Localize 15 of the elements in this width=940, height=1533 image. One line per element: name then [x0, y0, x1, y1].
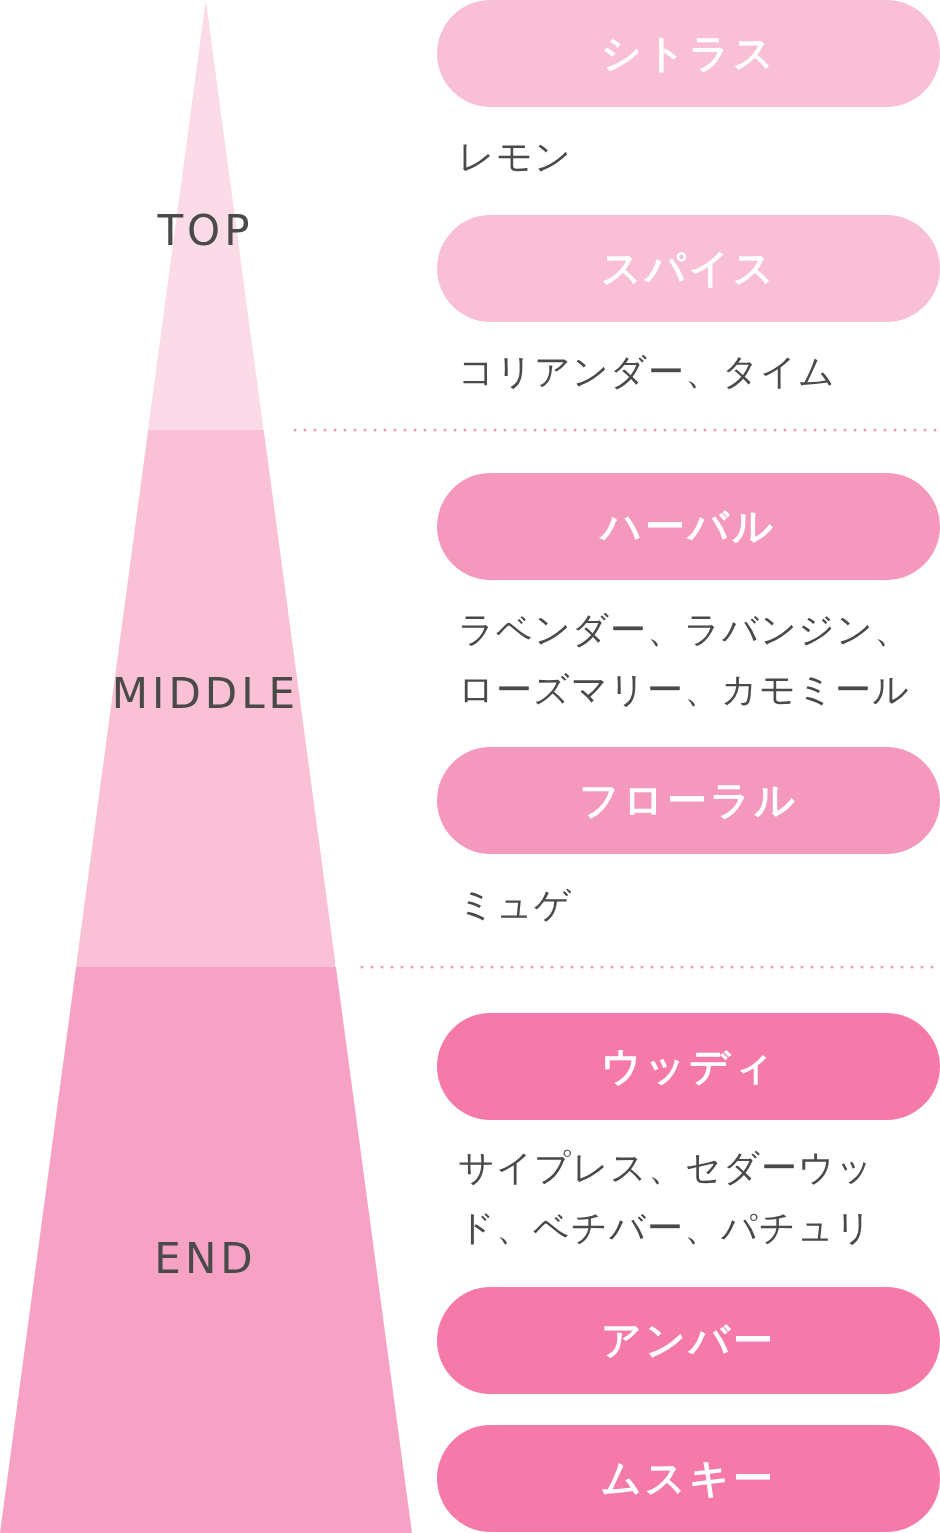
band-label: TOP: [156, 205, 255, 255]
category-pill: スパイス: [437, 215, 940, 322]
ingredient-text: コリアンダー、タイム: [458, 350, 837, 394]
ingredient-text: サイプレス、セダーウッド、ベチバー、パチュリ: [458, 1146, 875, 1250]
category-pill: アンバー: [437, 1287, 940, 1394]
band-label: END: [153, 1233, 258, 1283]
ingredient-text: レモン: [458, 135, 573, 179]
category-pill: シトラス: [437, 0, 940, 107]
category-pill: ウッディ: [437, 1013, 940, 1120]
category-pill: ムスキー: [437, 1425, 940, 1532]
ingredient-text: ラベンダー、ラバンジン、ローズマリー、カモミール: [458, 608, 912, 712]
category-pill: ハーバル: [437, 473, 940, 580]
band-label: MIDDLE: [110, 668, 301, 718]
ingredient-text: ミュゲ: [458, 883, 573, 927]
category-pill: フローラル: [437, 747, 940, 854]
